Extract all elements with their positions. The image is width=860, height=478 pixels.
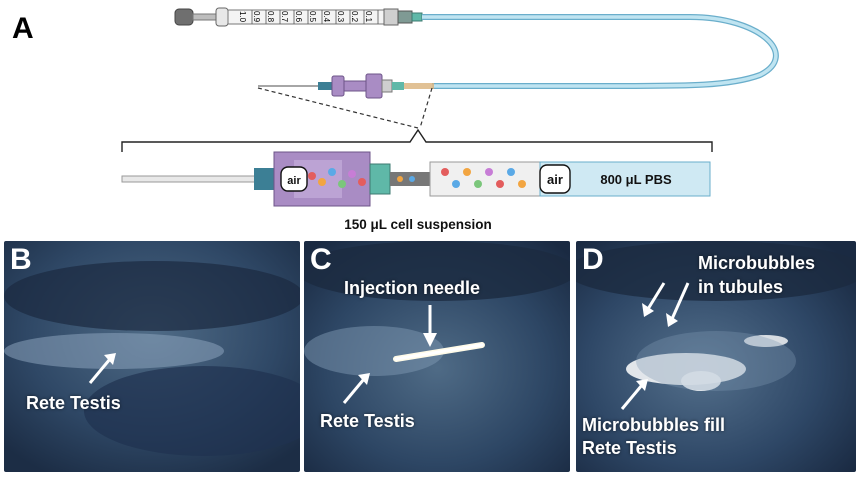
microbubbles-tubules-label-line2: in tubules [698, 277, 783, 297]
tubing [422, 14, 779, 89]
arrow-b [88, 353, 116, 384]
arrow-d-tubule-2 [666, 282, 690, 327]
panel-letter-c: C [310, 243, 332, 276]
scale-label: 0.9 [252, 11, 261, 23]
schematic-svg: air air 800 μL PBS 150 μL cell suspensio… [121, 7, 779, 232]
ultrasound-image-d [576, 241, 856, 472]
scale-label: 0.7 [280, 11, 289, 23]
arrow-d-fill [620, 379, 648, 410]
air-label-left: air [287, 175, 301, 187]
syringe [174, 7, 423, 27]
panel-d: D Microbubbles in tubules Microbubbles f… [576, 241, 856, 472]
arrow-c-rete [342, 373, 370, 404]
scale-label: 1.0 [238, 11, 247, 23]
arrow-c-needle [423, 305, 437, 347]
scale-label: 0.8 [266, 11, 275, 23]
panel-b: B Rete Testis [4, 241, 300, 472]
panel-letter-b: B [10, 243, 32, 276]
scale-label: 0.3 [336, 11, 345, 23]
cell-dots [308, 168, 526, 188]
air-label-right: air [547, 172, 563, 187]
air-bubble-left [280, 166, 308, 192]
cell-suspension-label: 150 μL cell suspension [344, 217, 492, 232]
scale-label: 0.2 [350, 11, 359, 23]
zoom-bracket [121, 128, 713, 152]
injection-needle-label: Injection needle [344, 278, 481, 298]
syringe-scale-labels: 1.0 0.9 0.8 0.7 0.6 0.5 0.4 0.3 0.2 0.1 [238, 11, 385, 24]
needle-hub-small [258, 73, 434, 99]
microbubbles-tubules-label-line1: Microbubbles [698, 253, 816, 273]
scale-label: 0.5 [308, 11, 317, 23]
ultrasound-image-b [4, 241, 300, 472]
pbs-label: 800 μL PBS [600, 172, 672, 187]
rete-testis-label-c: Rete Testis [320, 411, 415, 431]
panel-a: A [0, 0, 860, 238]
microbubbles-fill-label-line2: Rete Testis [582, 438, 677, 458]
scale-label: 0.4 [322, 11, 331, 23]
scale-label: 0.1 [364, 11, 373, 23]
syringe-scale-ticks [251, 10, 379, 24]
ultrasound-image-c [304, 241, 570, 472]
panel-letter-a: A [12, 12, 34, 45]
microbubbles-fill-label-line1: Microbubbles fill [582, 415, 726, 435]
scale-label: 0.6 [294, 11, 303, 23]
rete-testis-label-b: Rete Testis [26, 393, 121, 413]
panel-letter-d: D [582, 243, 604, 276]
air-bubble-right [539, 164, 571, 194]
arrow-d-tubule-1 [642, 282, 666, 317]
panel-c: C Injection needle Rete Testis [304, 241, 570, 472]
